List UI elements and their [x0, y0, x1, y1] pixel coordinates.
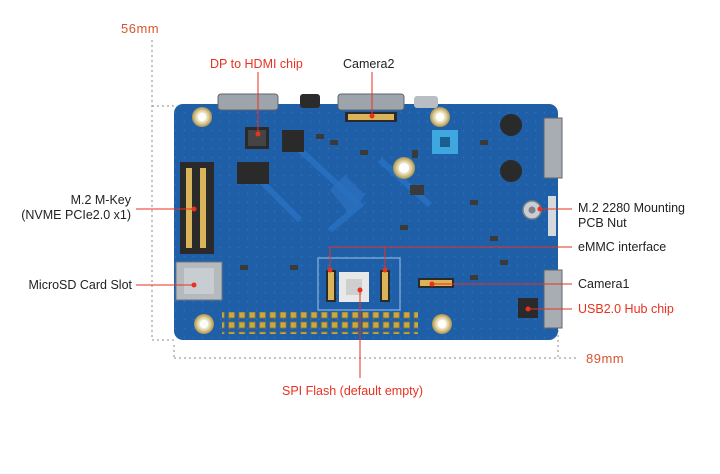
m2-nut-label: M.2 2280 Mounting PCB Nut	[578, 201, 685, 231]
mounting-holes	[192, 107, 452, 334]
leader-dots	[191, 113, 543, 312]
passive-components	[240, 134, 508, 280]
width-dimension	[151, 40, 174, 341]
emmc-interface-label: eMMC interface	[578, 240, 667, 254]
m2-slot	[180, 162, 214, 254]
length-dimension-label: 89mm	[586, 351, 625, 366]
usb-hub-chip-label: USB2.0 Hub chip	[578, 302, 674, 316]
dp-hdmi-chip-label: DP to HDMI chip	[210, 57, 303, 71]
microsd-slot-label: MicroSD Card Slot	[28, 278, 133, 292]
m2-mkey-line1: M.2 M-Key	[70, 193, 131, 207]
emmc-outline	[317, 257, 401, 311]
leader-lines	[136, 72, 572, 378]
gpio-header	[222, 312, 418, 334]
length-dimension	[173, 330, 578, 359]
spi-flash-label: SPI Flash (default empty)	[282, 384, 424, 398]
camera2-label: Camera2	[343, 57, 395, 71]
m2-mkey-line2: (NVME PCIe2.0 x1)	[21, 208, 131, 222]
camera1-label: Camera1	[578, 277, 630, 291]
microsd-slot	[175, 261, 223, 301]
width-dimension-label: 56mm	[121, 21, 160, 36]
camera1-connector	[418, 278, 454, 288]
m2-nut-line1: M.2 2280 Mounting	[578, 201, 686, 215]
pcb-board	[174, 104, 558, 340]
m2-mkey-label: M.2 M-Key (NVME PCIe2.0 x1)	[0, 193, 131, 223]
emmc-interface-connectors	[326, 270, 390, 302]
m2-nut-line2: PCB Nut	[578, 216, 627, 230]
